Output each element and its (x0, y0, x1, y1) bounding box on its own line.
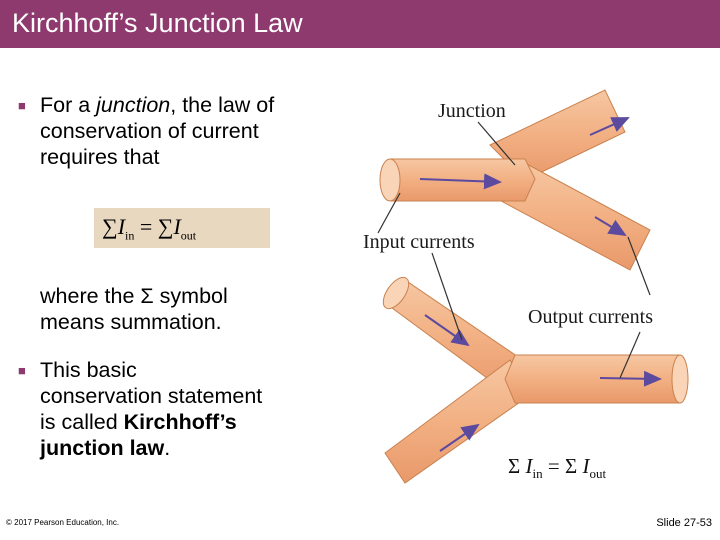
equation-sum-2: ∑ (157, 214, 174, 239)
equation-i-1: I (117, 214, 126, 239)
bottom-junction (382, 276, 689, 484)
bullet-2-line-2: conservation statement (40, 384, 263, 408)
equation-sum-1: ∑ (102, 214, 118, 239)
equation-box: ∑Iin = ∑Iout (94, 208, 270, 248)
input-pointer-top (377, 192, 401, 234)
bullet-2-period: . (164, 436, 171, 460)
junction-label: Junction (438, 100, 506, 122)
summation-note: where the Σ symbol means summation. (40, 283, 340, 335)
diagram-eq-sub-in: in (532, 466, 543, 481)
copyright-footer: © 2017 Pearson Education, Inc. (6, 518, 120, 527)
slide-title: Kirchhoff’s Junction Law (12, 8, 303, 38)
bottom-output-arrow (599, 370, 662, 387)
output-pointer-bottom (619, 331, 641, 379)
bottom-pipe-output-end (671, 354, 689, 404)
bullet-marker-1: ■ (18, 98, 26, 113)
slide-number: Slide 27-53 (656, 517, 712, 529)
bottom-lower-input-arrow (439, 423, 480, 452)
bullet-2-bold-1: Kirchhoff’s (123, 410, 237, 434)
bullet-1-text: For a junction, the law of conservation … (40, 92, 340, 170)
bullet-2-line-4: junction law. (40, 435, 340, 461)
bullet-1-rest: , the law of conservation of current req… (40, 93, 275, 169)
bullet-marker-2: ■ (18, 363, 26, 378)
junction-pointer (477, 121, 516, 166)
diagram-eq-i-1: I (524, 454, 533, 478)
bullet-2-line-3-prefix: is called (40, 410, 124, 434)
input-pointer-bottom (431, 252, 463, 341)
bullet-2-line-3: is called Kirchhoff’s (40, 409, 340, 435)
diagram-eq-sub-out: out (589, 466, 606, 481)
bullet-1-prefix: For a (40, 93, 97, 117)
summation-note-line-1: where the Σ symbol (40, 284, 228, 308)
diagram-eq-sum-1: Σ (508, 454, 525, 478)
equation-i-2: I (173, 214, 181, 239)
top-input-arrow (419, 173, 502, 190)
bullet-2-bold-2: junction law (40, 436, 165, 460)
top-lower-arrow (594, 216, 627, 237)
bullet-2-text: This basic conservation statement is cal… (40, 357, 340, 461)
top-pipe-input-end (379, 158, 401, 202)
equation-sub-in: in (125, 228, 135, 243)
bullet-1-italic: junction (96, 93, 171, 117)
input-currents-label: Input currents (363, 231, 475, 253)
bottom-upper-input-end (382, 276, 410, 310)
equation-equals: = (134, 214, 158, 239)
diagram-equation: Σ Iin = Σ Iout (508, 454, 606, 481)
diagram-eq-i-2: I (581, 454, 590, 478)
bottom-pipe-output (504, 354, 681, 404)
bullet-2-line-1: This basic (40, 358, 137, 382)
output-currents-label: Output currents (528, 306, 653, 328)
top-upper-arrow (589, 117, 630, 136)
output-pointer-top (627, 236, 651, 296)
title-bar: Kirchhoff’s Junction Law (0, 0, 720, 48)
equation-sub-out: out (180, 228, 197, 243)
summation-note-line-2: means summation. (40, 310, 222, 334)
diagram-eq-mid: = Σ (543, 454, 583, 478)
top-junction (379, 89, 651, 271)
equation: ∑Iin = ∑Iout (102, 214, 196, 243)
bottom-upper-input-arrow (424, 314, 470, 347)
junction-diagram: Junction Input currents Output currents … (363, 89, 689, 484)
